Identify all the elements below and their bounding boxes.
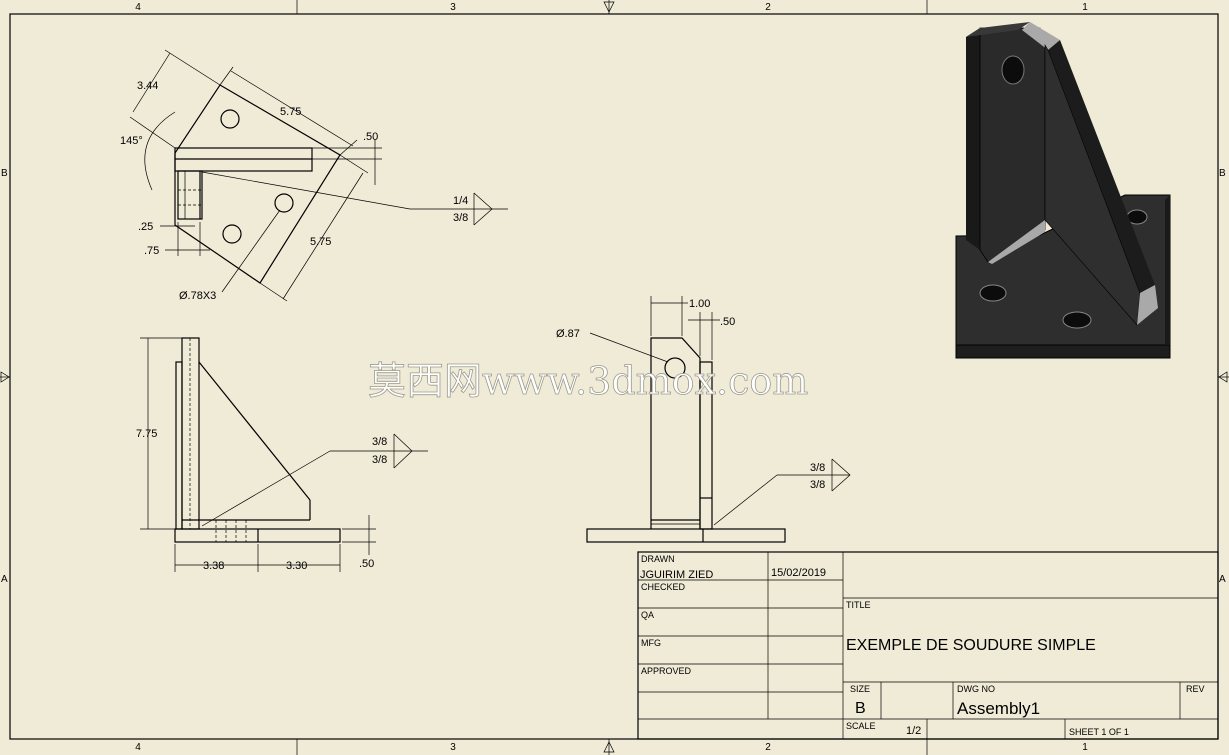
dim-0-75: .75 — [144, 245, 159, 257]
weld-top-size: 1/4 — [453, 195, 468, 207]
dim-5-75-top: 5.75 — [280, 106, 301, 118]
dim-5-75-side: 5.75 — [310, 236, 331, 248]
rev-label: REV — [1186, 684, 1205, 694]
zone-col-3-top: 3 — [450, 2, 456, 13]
dim-1-00: 1.00 — [689, 298, 710, 310]
zone-col-2-top: 2 — [765, 2, 771, 13]
weld-bottom-size: 3/8 — [372, 454, 387, 466]
zone-col-1-top: 1 — [1082, 2, 1088, 13]
dwg-no-value: Assembly1 — [957, 699, 1040, 718]
hole-diameter: Ø.87 — [556, 328, 580, 340]
dim-angle: 145° — [120, 135, 143, 147]
drawn-label: DRAWN — [641, 554, 675, 564]
qa-label: QA — [641, 610, 654, 620]
zone-row-b-left: B — [1, 168, 8, 179]
watermark: 莫西网www.3dmox.com — [368, 359, 808, 403]
dim-3-30: 3.30 — [286, 560, 307, 572]
isometric-view — [955, 22, 1171, 359]
hole-circle — [222, 224, 242, 244]
zone-col-4-bottom: 4 — [135, 742, 141, 753]
zone-row-a-left: A — [1, 574, 8, 585]
scale-value: 1/2 — [906, 725, 921, 737]
drawn-name: JGUIRIM ZIED — [640, 569, 713, 581]
dim-0-50-front: .50 — [359, 558, 374, 570]
checked-label: CHECKED — [641, 582, 686, 592]
weld-top-size: 3/8 — [372, 436, 387, 448]
hole-circle — [274, 193, 294, 213]
iso-hole — [1062, 311, 1092, 329]
dim-0-50-side: .50 — [720, 316, 735, 328]
weld-bottom-size: 3/8 — [453, 212, 468, 224]
size-value: B — [855, 700, 866, 717]
dim-3-44: 3.44 — [137, 80, 158, 92]
zone-row-a-right: A — [1219, 574, 1226, 585]
hole-circle — [664, 357, 686, 379]
dim-0-50-top: .50 — [363, 131, 378, 143]
zone-row-b-right: B — [1219, 168, 1226, 179]
size-label: SIZE — [850, 684, 870, 694]
holes-note: Ø.78X3 — [179, 290, 216, 302]
weld-top-size: 3/8 — [810, 462, 825, 474]
zone-col-1-bottom: 1 — [1082, 742, 1088, 753]
iso-hole — [1001, 55, 1025, 85]
drawing-title: EXEMPLE DE SOUDURE SIMPLE — [846, 637, 1096, 654]
dim-0-25: .25 — [138, 221, 153, 233]
zone-col-4-top: 4 — [135, 2, 141, 13]
drawn-date: 15/02/2019 — [771, 567, 826, 579]
scale-label: SCALE — [846, 721, 876, 731]
hole-circle — [220, 109, 240, 129]
front-view: 7.75 3/8 3/8 3.38 3.30 .50 — [136, 337, 428, 572]
iso-hole — [979, 284, 1007, 302]
sheet-count: SHEET 1 OF 1 — [1069, 727, 1129, 737]
zone-col-3-bottom: 3 — [450, 742, 456, 753]
zone-col-2-bottom: 2 — [765, 742, 771, 753]
dim-3-38: 3.38 — [203, 560, 224, 572]
dim-7-75: 7.75 — [136, 428, 157, 440]
weld-bottom-size: 3/8 — [810, 479, 825, 491]
approved-label: APPROVED — [641, 666, 692, 676]
title-block: DRAWN JGUIRIM ZIED 15/02/2019 CHECKED QA… — [637, 551, 1219, 740]
mfg-label: MFG — [641, 638, 661, 648]
side-view: 1.00 .50 Ø.87 3/8 3/8 — [556, 296, 851, 543]
title-label: TITLE — [846, 600, 871, 610]
top-view: 3.44 5.75 145° .50 1/4 3/8 .25 .75 5.75 — [120, 49, 508, 302]
dwg-no-label: DWG NO — [957, 684, 995, 694]
